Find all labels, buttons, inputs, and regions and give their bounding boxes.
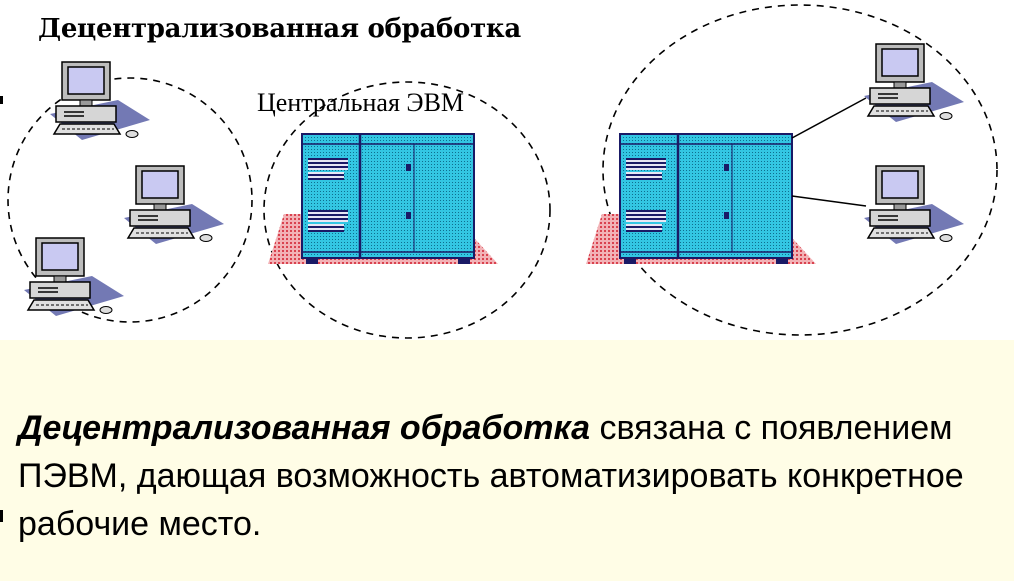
group-circle-pcs (7, 77, 253, 323)
terminal-icon (863, 43, 965, 123)
mainframe-icon (266, 132, 500, 266)
caption-text: Децентрализованная обработка связана с п… (18, 404, 998, 548)
group-circle-mainframe (263, 81, 551, 339)
caption-term: Децентрализованная обработка (18, 409, 591, 447)
caption-body: связана с появлением ПЭВМ, дающая возмож… (18, 409, 964, 543)
edge-mark (0, 96, 3, 104)
pc-icon (123, 165, 225, 245)
mainframe-icon (584, 132, 818, 266)
mainframe-label: Центральная ЭВМ (257, 88, 465, 117)
pc-icon (49, 61, 151, 141)
pc-icon (23, 237, 125, 317)
terminal-icon (863, 165, 965, 245)
connection-line (791, 195, 867, 207)
connection-line (791, 97, 867, 139)
diagram-canvas (7, 4, 998, 339)
diagram-figure: Децентрализованная обработка Центральная… (0, 0, 1014, 340)
diagram-title: Децентрализованная обработка (38, 14, 521, 44)
group-circle-terminals (602, 4, 998, 336)
edge-mark (0, 510, 3, 522)
